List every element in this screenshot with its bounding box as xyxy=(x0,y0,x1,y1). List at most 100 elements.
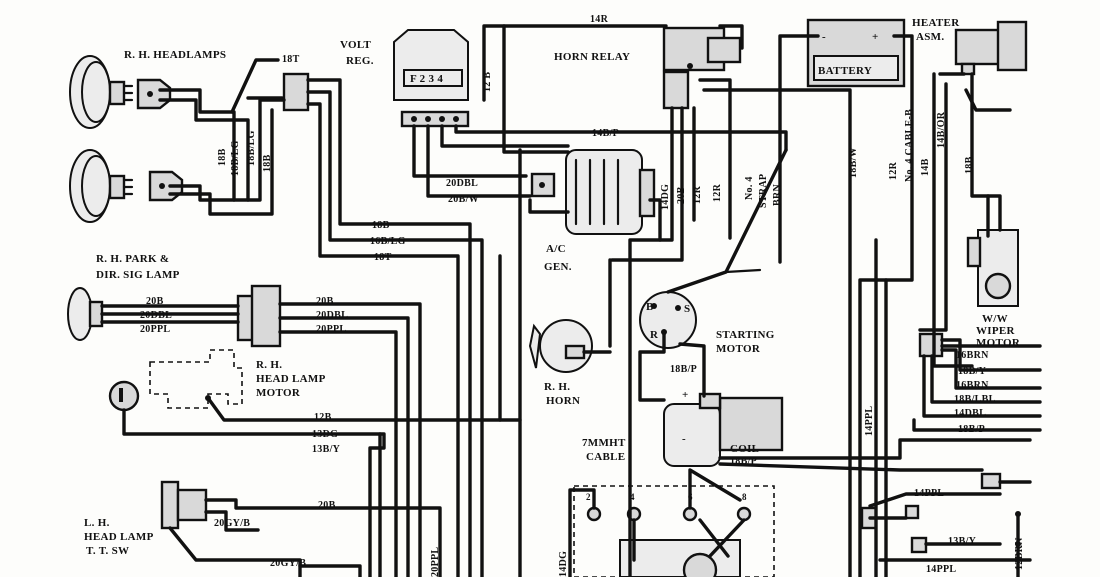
label-rh-headlamps: R. H. HEADLAMPS xyxy=(124,49,226,61)
label-dist-8: 8 xyxy=(742,492,747,502)
wire-label-12r-b: 12R xyxy=(888,161,899,180)
wire-label-18b-p-motor: 18B/P xyxy=(670,364,697,375)
wire-label-18b-a: 18B xyxy=(217,148,228,166)
label-heater-1: HEATER xyxy=(912,17,960,29)
wire-label-13b-y-b: 13B/Y xyxy=(948,536,977,547)
label-coil: COIL xyxy=(730,443,759,455)
label-lh-switch-2: HEAD LAMP xyxy=(84,531,154,543)
label-hl-motor-2: HEAD LAMP xyxy=(256,373,326,385)
wire-label-13dg: 13DG xyxy=(312,429,338,440)
label-horn-2: HORN xyxy=(546,395,580,407)
wire-label-18b-c: 18B xyxy=(372,220,390,231)
wire-label-20dbl-gen: 20DBL xyxy=(446,178,478,189)
label-heater-2: ASM. xyxy=(916,31,944,43)
wire-label-18t-b: 18T xyxy=(374,252,392,263)
label-volt-reg-2: REG. xyxy=(346,55,374,67)
label-hl-motor-3: MOTOR xyxy=(256,387,301,399)
label-cable-2: CABLE xyxy=(586,451,625,463)
label-ac-gen-2: GEN. xyxy=(544,261,572,273)
wire-label-18b-w: 18B/W xyxy=(848,147,859,178)
label-ac-gen-1: A/C xyxy=(546,243,566,255)
headlamp-junction-block xyxy=(282,72,310,112)
label-battery: BATTERY xyxy=(818,65,872,77)
wire-label-strap-1: No. 4 xyxy=(744,176,755,200)
label-motor-r: R xyxy=(650,329,659,341)
wire-label-14b-p: 14B/P xyxy=(592,128,619,139)
label-motor-s: S xyxy=(684,303,690,315)
label-wiper-3: MOTOR xyxy=(976,337,1021,349)
wiring-harness xyxy=(100,24,1042,577)
label-dist-4: 4 xyxy=(630,492,635,502)
rh-horn xyxy=(528,319,593,373)
label-wiper-2: WIPER xyxy=(976,325,1016,337)
wire-label-18b-lg-a: 18B/LG xyxy=(230,140,241,176)
wire-label-20gy-b-b: 20GY/B xyxy=(270,558,306,569)
label-starting-motor-2: MOTOR xyxy=(716,343,761,355)
voltage-regulator xyxy=(393,29,470,128)
wire-label-20ppl-v: 20PPL xyxy=(430,547,441,577)
label-dist-6: 6 xyxy=(688,492,693,502)
wire-label-20b-r: 20B xyxy=(316,296,334,307)
wire-label-14dg: 14DG xyxy=(660,184,671,210)
wire-label-14b-or: 14B/OR xyxy=(936,111,947,148)
wire-label-20b-v: 20B xyxy=(676,186,687,204)
wire-label-18b-lg-b: 18B/LG xyxy=(246,130,257,166)
label-lh-switch-1: L. H. xyxy=(84,517,110,529)
label-volt-reg-1: VOLT xyxy=(340,39,372,51)
wire-label-18b-y: 18B/Y xyxy=(958,366,987,377)
label-cable-1: 7MMHT xyxy=(582,437,626,449)
label-wiper-1: W/W xyxy=(982,313,1008,325)
wire-label-12b-reg: 12 B xyxy=(482,72,493,92)
rh-park-lamp xyxy=(67,287,104,341)
horn-relay xyxy=(662,26,742,110)
label-starting-motor-1: STARTING xyxy=(716,329,775,341)
rh-headlamp-lower xyxy=(69,149,134,223)
wiper-motor xyxy=(966,229,1019,307)
label-horn-relay: HORN RELAY xyxy=(554,51,630,63)
wire-label-20ppl-r: 20PPL xyxy=(316,324,346,335)
wire-label-strap-3: BRN xyxy=(772,184,783,206)
label-horn-1: R. H. xyxy=(544,381,570,393)
wire-label-14ppl-v: 14PPL xyxy=(864,406,875,436)
label-battery-plus: + xyxy=(872,31,879,43)
label-park-lamp-1: R. H. PARK & xyxy=(96,253,169,265)
wire-label-20b-sw: 20B xyxy=(318,500,336,511)
headlamp-connector-upper xyxy=(136,78,172,110)
wire-label-16brn-b: 16BRN xyxy=(956,380,989,391)
wire-label-12r-relay: 12R xyxy=(712,183,723,202)
ac-generator xyxy=(530,149,656,235)
wire-label-13b-y: 13B/Y xyxy=(312,444,341,455)
label-hl-motor-1: R. H. xyxy=(256,359,282,371)
head-lamp-motor-connector xyxy=(108,380,140,412)
wire-label-18b-p-coil: 18B/P xyxy=(730,456,757,467)
wire-label-14dbl: 14DBL xyxy=(954,408,986,419)
wire-label-18t: 18T xyxy=(282,54,300,65)
label-coil-minus: - xyxy=(682,433,686,445)
park-lamp-connector xyxy=(236,284,282,348)
wire-label-12brn: 12BRN xyxy=(1014,537,1025,570)
battery xyxy=(806,18,906,88)
wire-label-12b-h: 12B xyxy=(314,412,332,423)
wire-label-14ppl-b: 14PPL xyxy=(926,564,956,575)
wire-label-14dg-b: 14DG xyxy=(558,551,569,577)
lh-head-lamp-switch xyxy=(160,480,208,530)
rh-headlamp-upper xyxy=(69,55,134,129)
wire-label-18b-b: 18B xyxy=(262,154,273,172)
wire-label-20dbl-l: 20DBL xyxy=(140,310,172,321)
wire-label-20dbl-r: 20DBL xyxy=(316,310,348,321)
wire-label-14r: 14R xyxy=(590,14,609,25)
wire-label-20gy-b-a: 20GY/B xyxy=(214,518,250,529)
wiper-connector xyxy=(918,332,944,358)
wire-label-14b-v: 14B xyxy=(920,158,931,176)
label-dist-2: 2 xyxy=(586,492,591,502)
ignition-coil xyxy=(663,392,784,467)
label-park-lamp-2: DIR. SIG LAMP xyxy=(96,269,180,281)
wire-label-12r-v: 12R xyxy=(692,185,703,204)
label-battery-minus: - xyxy=(822,31,826,43)
label-coil-plus: + xyxy=(682,389,689,401)
rh-head-lamp-motor xyxy=(149,349,243,409)
wire-label-14ppl-a: 14PPL xyxy=(914,488,944,499)
wire-label-cable-b: No. 4 CABLE-B xyxy=(904,109,915,182)
label-lh-switch-3: T. T. SW xyxy=(86,545,129,557)
